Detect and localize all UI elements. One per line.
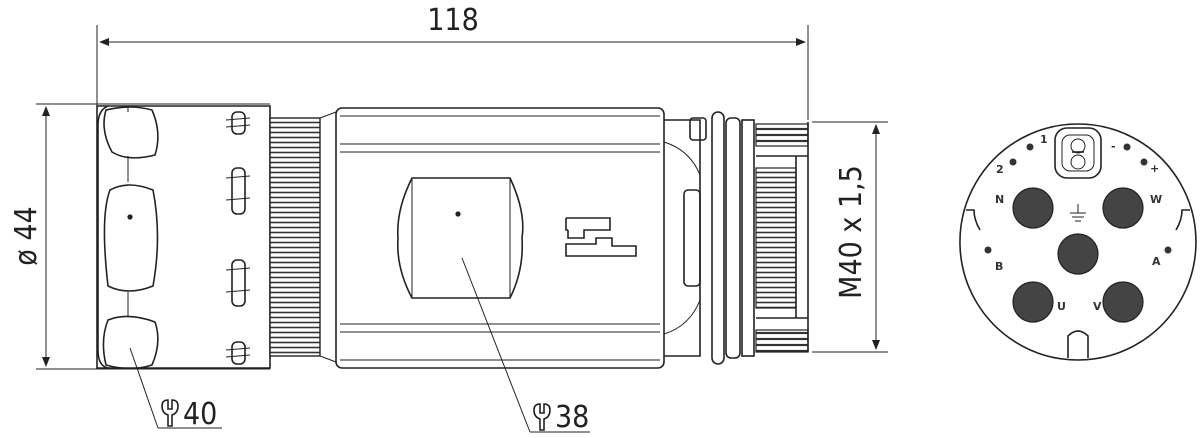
brand-logo-icon (565, 217, 637, 257)
wrench-40-icon (161, 399, 179, 427)
pin-label-plus: + (1150, 162, 1159, 175)
diameter-label: ø 44 (9, 206, 44, 265)
housing-body (335, 107, 665, 369)
knurled-ring (269, 117, 321, 357)
wrench-38-label: 38 (555, 400, 589, 435)
length-dimension: 118 (96, 3, 809, 120)
pin-label-B: B (995, 260, 1003, 273)
wrench-38-icon (533, 403, 551, 431)
wrench-40-label: 40 (183, 397, 217, 432)
pin-label-U: U (1057, 300, 1066, 313)
contact-face-view: 1 2 - + N W B A U V (959, 123, 1197, 361)
pin-label-V: V (1093, 300, 1102, 313)
thread-label: M40 x 1,5 (834, 165, 869, 299)
pin-label-2: 2 (996, 163, 1004, 176)
wrench-callout-40: 40 (129, 347, 222, 432)
wrench-callout-38: 38 (461, 257, 590, 435)
pin-label-1: 1 (1040, 133, 1048, 146)
length-label: 118 (427, 3, 479, 38)
diameter-dimension: ø 44 (9, 103, 270, 370)
thread-dimension: M40 x 1,5 (812, 121, 888, 353)
pin-label-minus: - (1111, 140, 1116, 153)
nut-body (96, 105, 271, 370)
ground-icon (1070, 204, 1086, 222)
pin-label-W: W (1150, 193, 1162, 206)
pin-label-A: A (1152, 255, 1161, 268)
rear-section (663, 111, 809, 365)
pin-label-N: N (995, 193, 1004, 206)
